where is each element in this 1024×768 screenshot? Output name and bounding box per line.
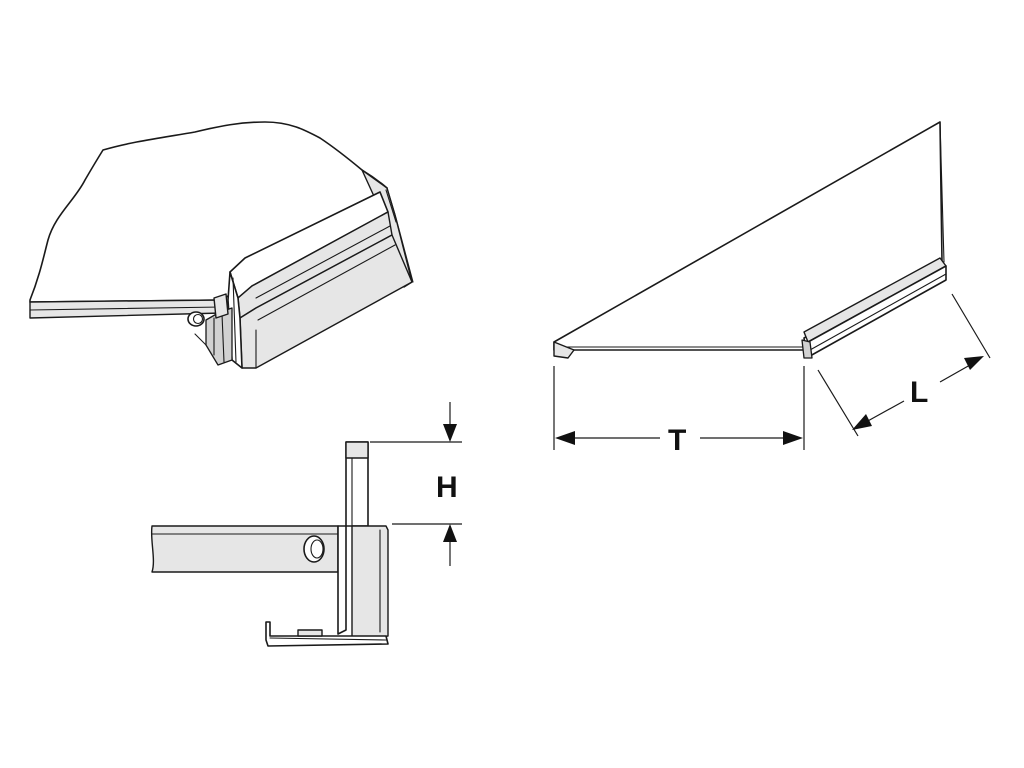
bolt-hole-inner [192, 313, 204, 325]
base-rail-end [801, 339, 813, 359]
flange-line [385, 189, 397, 223]
divider-face-line [257, 244, 396, 321]
h-label: H [436, 471, 458, 504]
h-arrow-top [443, 424, 457, 442]
l-label: L [910, 376, 928, 409]
l-arrow-right [964, 356, 984, 370]
section-divider-cap [345, 441, 369, 459]
isometric-detail-view [29, 121, 414, 369]
section-bracket [351, 525, 389, 641]
tray-edge-line [29, 306, 223, 311]
section-hole [303, 535, 325, 563]
section-hole-inner [310, 539, 324, 559]
clip-tab [213, 293, 229, 319]
l-arrow-left [852, 414, 872, 430]
flange-edge-line [386, 187, 414, 283]
sheet-right-edge [939, 121, 945, 263]
section-view: H [150, 402, 462, 647]
section-clip-side [337, 525, 347, 635]
divider-rail-line [255, 225, 391, 299]
divider-end-line [232, 277, 237, 363]
divider-triangle-sheet [553, 121, 943, 351]
t-label: T [668, 424, 686, 457]
bolt-hole [187, 311, 205, 327]
l-dim-line-left [865, 400, 905, 423]
tray-sheet-break-outline [29, 121, 388, 303]
h-arrow-bottom [443, 524, 457, 542]
divider-perspective-view: T L [553, 121, 991, 457]
tray-lower-edge [194, 333, 207, 346]
t-arrow-left [555, 431, 575, 445]
section-bottom-nut [297, 629, 323, 637]
t-arrow-right [783, 431, 803, 445]
l-ext-line-right [951, 293, 991, 359]
l-ext-line-left [817, 369, 859, 437]
section-channel-line [269, 637, 387, 641]
l-dim-line-right [939, 364, 971, 383]
section-tray-bar [150, 525, 339, 573]
base-rail-line [809, 273, 947, 351]
sheet-left-fold [553, 341, 575, 359]
clip-line-2 [221, 313, 225, 363]
